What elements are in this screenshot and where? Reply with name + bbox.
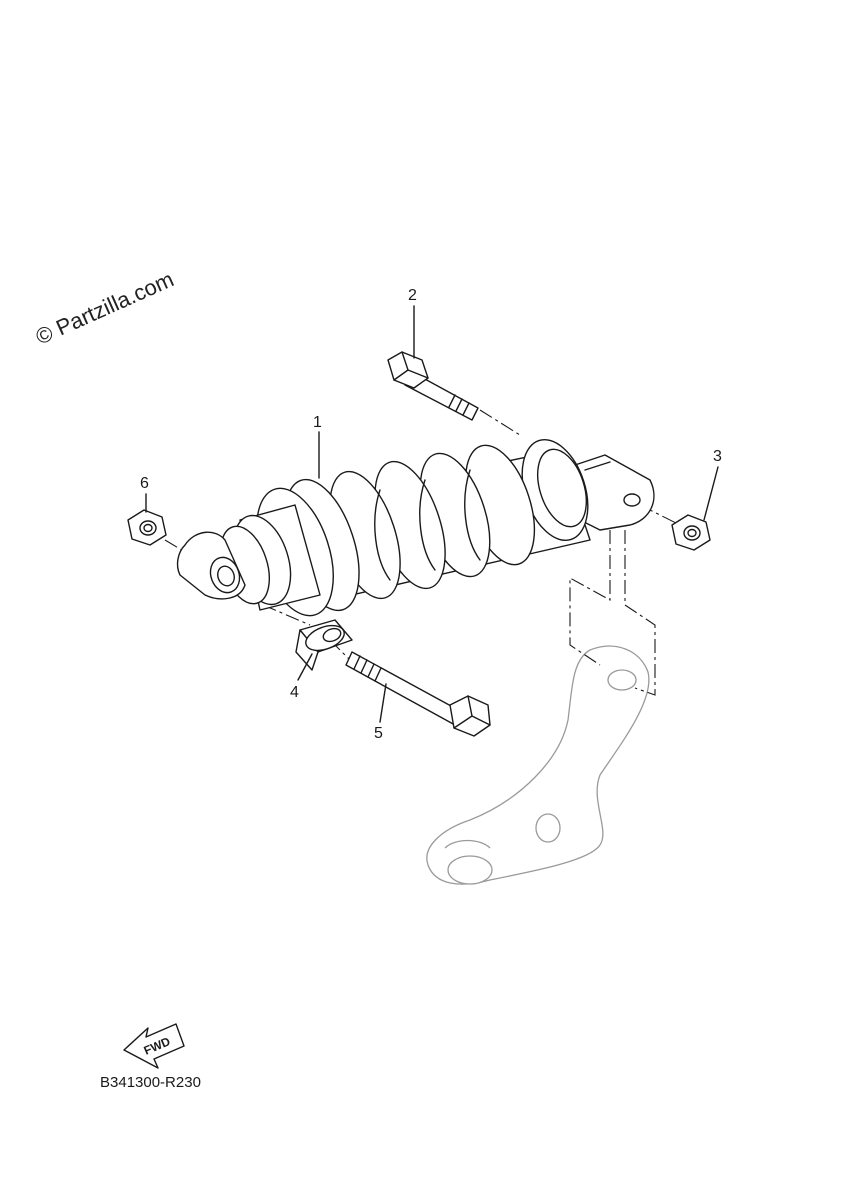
fwd-arrow-icon: FWD: [123, 1023, 185, 1069]
collar: [295, 619, 353, 671]
callout-6: 6: [140, 475, 149, 513]
relay-arm-ghost: [426, 645, 650, 885]
callout-label: 2: [408, 287, 417, 304]
watermark-text: © Partzilla.com: [32, 266, 178, 349]
upper-bolt: [387, 351, 479, 421]
callout-label: 5: [374, 725, 383, 742]
lower-nut: [127, 509, 167, 546]
callout-5: 5: [374, 683, 387, 742]
rear-shock-absorber: [176, 438, 655, 617]
callout-4: 4: [290, 653, 313, 701]
callout-3: 3: [703, 448, 722, 521]
lower-bolt: [345, 651, 491, 737]
callout-label: 4: [290, 684, 299, 701]
upper-nut: [671, 514, 711, 551]
diagram-code: B341300-R230: [100, 1074, 201, 1091]
callout-label: 3: [713, 448, 722, 465]
callout-2: 2: [408, 287, 417, 359]
callout-label: 1: [313, 414, 322, 431]
callout-1: 1: [313, 414, 322, 479]
callout-label: 6: [140, 475, 149, 492]
